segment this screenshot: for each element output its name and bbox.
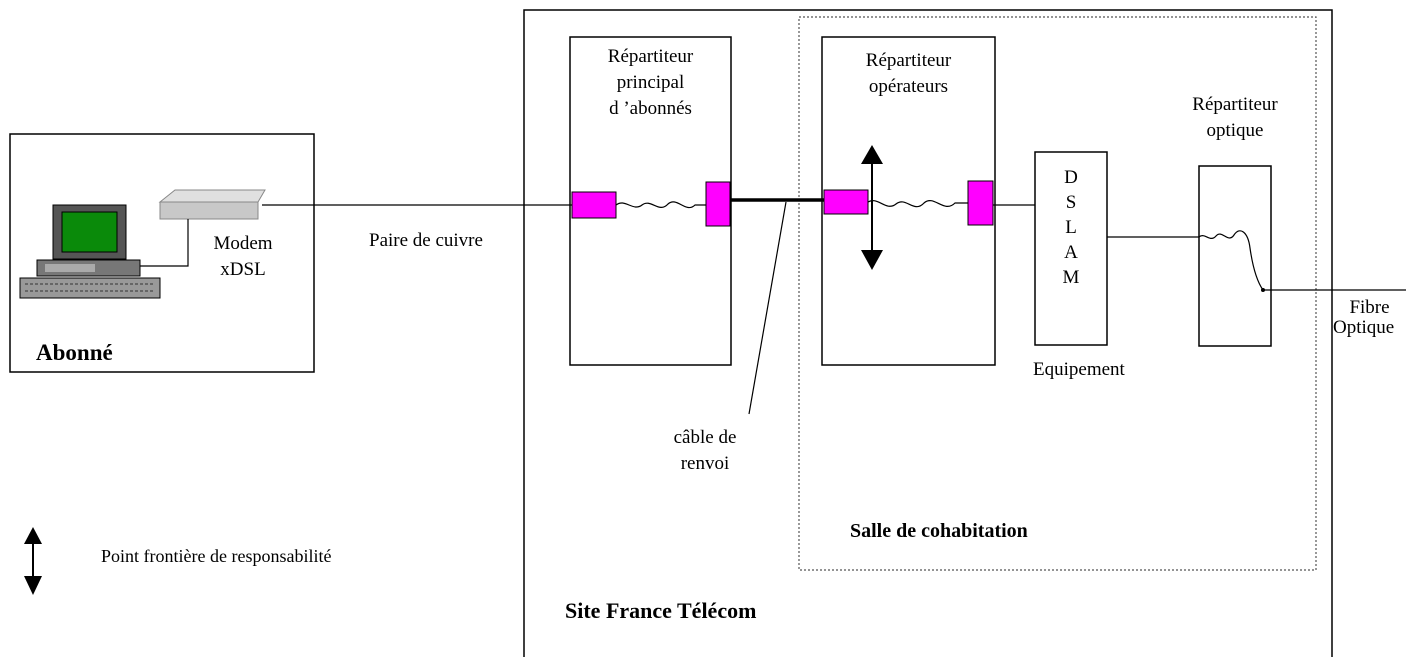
modem-icon (140, 189, 266, 267)
renvoi-label: câble de renvoi (673, 427, 737, 474)
jumper-operateurs (867, 200, 968, 208)
renvoi-pointer (748, 201, 787, 415)
legend-text: Point frontière de responsabilité (101, 546, 332, 566)
jumper-principal (615, 201, 706, 209)
salle-box (798, 16, 1317, 571)
computer-icon (19, 204, 161, 299)
salle-title: Salle de cohabitation (850, 520, 1028, 542)
legend-arrow-icon (24, 527, 42, 595)
repartiteur-optique-box (1198, 165, 1272, 347)
abonne-title: Abonné (36, 340, 113, 365)
fibre-label: Fibre Optique (1333, 298, 1395, 338)
site-box (523, 9, 1333, 657)
modem-label: Modem xDSL (213, 233, 273, 280)
dslam-box (1034, 151, 1108, 346)
connector-operateurs-right (967, 180, 994, 226)
repartiteur-optique-label: Répartiteur optique (1192, 94, 1278, 141)
equipement-label: Equipement (1033, 359, 1125, 380)
connector-principal-right (705, 181, 731, 227)
fibre-jumper (1198, 230, 1264, 291)
repartiteur-operateurs-box (821, 36, 996, 366)
site-title: Site France Télécom (565, 598, 757, 623)
dslam-label: D S L A M (1062, 167, 1080, 288)
abonne-box (9, 133, 315, 373)
repartiteur-principal-label: Répartiteur principal d ’abonnés (607, 46, 694, 119)
boundary-arrow-icon (861, 145, 883, 270)
connector-operateurs-left (823, 189, 869, 215)
repartiteur-operateurs-label: Répartiteur opérateurs (865, 50, 952, 97)
copper-pair-label: Paire de cuivre (369, 230, 483, 251)
connector-principal-left (571, 191, 617, 219)
